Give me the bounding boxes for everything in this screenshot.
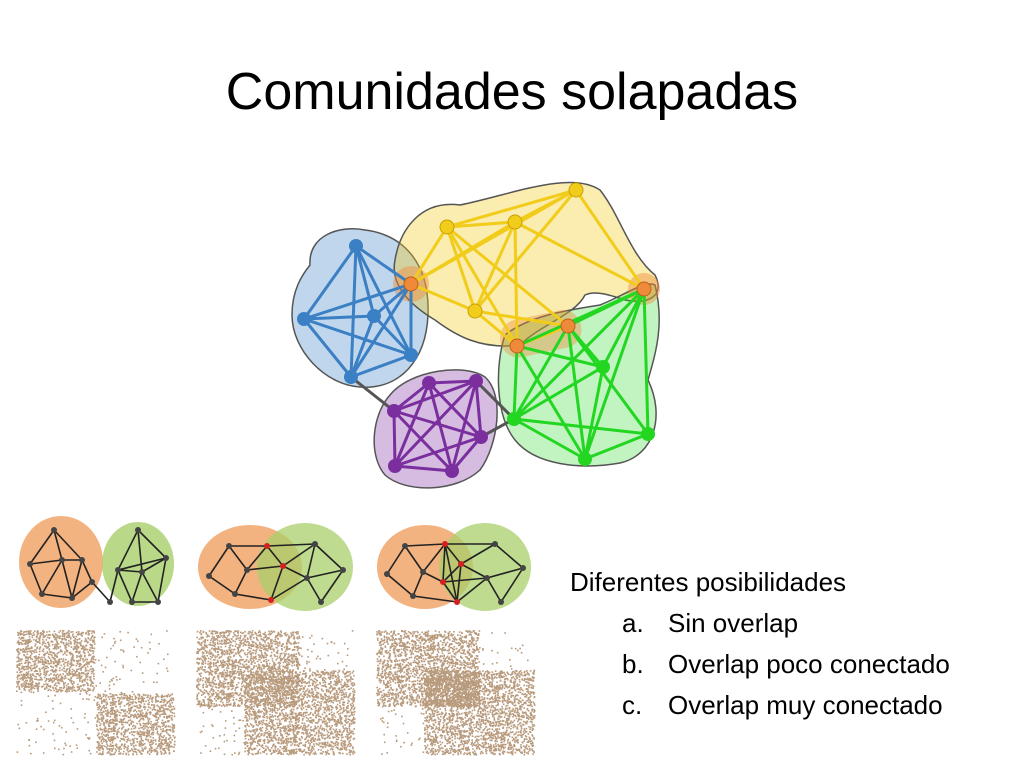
nodes-overlap bbox=[403, 276, 652, 354]
matrix-dots bbox=[376, 630, 536, 756]
community-green bbox=[439, 523, 531, 611]
mini-network-sparse-overlap bbox=[198, 523, 353, 611]
edges-purple bbox=[392, 379, 483, 473]
nodes-purple bbox=[387, 374, 488, 478]
list-item: a. Sin overlap bbox=[570, 603, 950, 644]
edges-blue bbox=[302, 244, 413, 379]
adjacency-matrix-dense-overlap bbox=[376, 630, 536, 756]
nodes-yellow bbox=[439, 182, 584, 319]
edges-green bbox=[512, 287, 650, 461]
list-item: c. Overlap muy conectado bbox=[570, 685, 950, 726]
nodes-blue bbox=[297, 239, 418, 384]
list-item: b. Overlap poco conectado bbox=[570, 644, 950, 685]
mini-network-dense-overlap bbox=[377, 523, 531, 611]
list-item-label: Sin overlap bbox=[668, 608, 799, 638]
list-heading: Diferentes posibilidades bbox=[570, 567, 847, 597]
network-diagram bbox=[291, 181, 660, 489]
list-marker: a. bbox=[622, 608, 644, 638]
community-green bbox=[102, 522, 174, 606]
mini-network-no-overlap bbox=[19, 516, 174, 608]
list-item-label: Overlap poco conectado bbox=[668, 649, 950, 679]
adjacency-matrix-no-overlap bbox=[16, 630, 176, 756]
list-marker: c. bbox=[622, 690, 643, 720]
list-item-label: Overlap muy conectado bbox=[668, 690, 943, 720]
adjacency-matrix-sparse-overlap bbox=[196, 630, 356, 756]
page-title: Comunidades solapadas bbox=[225, 63, 799, 121]
list-marker: b. bbox=[622, 649, 644, 679]
edges-yellow bbox=[409, 188, 646, 348]
nodes-green bbox=[507, 360, 655, 466]
matrix-dots bbox=[196, 630, 356, 756]
possibilities-list: Diferentes posibilidades a. Sin overlap b… bbox=[570, 562, 950, 726]
community-purple bbox=[373, 369, 498, 489]
matrix-dots bbox=[16, 630, 176, 756]
